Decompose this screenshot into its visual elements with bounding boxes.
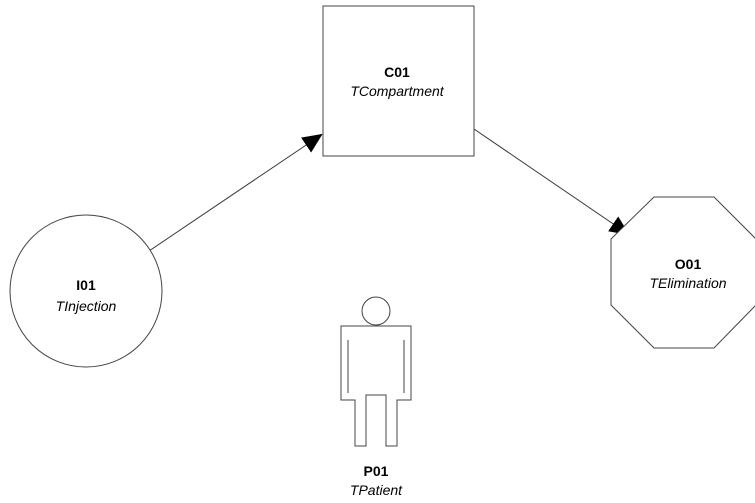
injection-circle[interactable] bbox=[9, 214, 163, 368]
node-patient[interactable]: P01 TPatient bbox=[340, 296, 412, 498]
patient-id-label: P01 bbox=[364, 463, 389, 479]
compartment-type-label: TCompartment bbox=[350, 83, 444, 99]
injection-type-label: TInjection bbox=[56, 298, 117, 314]
elimination-octagon[interactable] bbox=[610, 196, 755, 349]
patient-type-label: TPatient bbox=[350, 482, 403, 498]
edge-compartment-to-elimination[interactable] bbox=[473, 128, 630, 236]
person-icon[interactable] bbox=[340, 296, 412, 447]
node-compartment[interactable]: C01 TCompartment bbox=[322, 5, 475, 157]
compartment-square[interactable] bbox=[322, 5, 475, 157]
node-injection[interactable]: I01 TInjection bbox=[9, 214, 163, 368]
edge-injection-to-compartment[interactable] bbox=[148, 133, 323, 252]
compartment-id-label: C01 bbox=[384, 64, 410, 80]
node-elimination[interactable]: O01 TElimination bbox=[610, 196, 755, 349]
elimination-type-label: TElimination bbox=[649, 275, 726, 291]
elimination-id-label: O01 bbox=[675, 256, 702, 272]
injection-id-label: I01 bbox=[76, 277, 96, 293]
